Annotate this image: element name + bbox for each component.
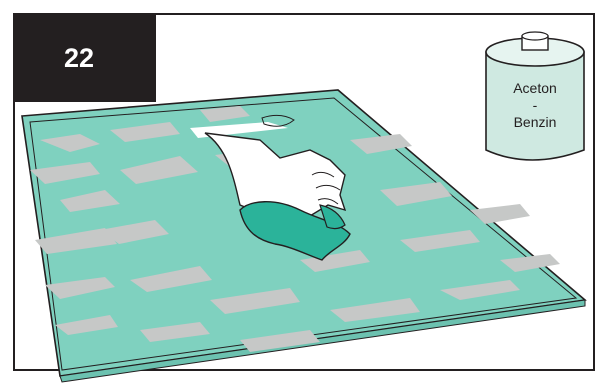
can-label-line-1: Aceton <box>490 80 580 97</box>
step-number: 22 <box>14 14 156 102</box>
can-label-line-2: - <box>490 97 580 114</box>
can-label-line-3: Benzin <box>490 114 580 131</box>
can-label: Aceton - Benzin <box>490 80 580 131</box>
